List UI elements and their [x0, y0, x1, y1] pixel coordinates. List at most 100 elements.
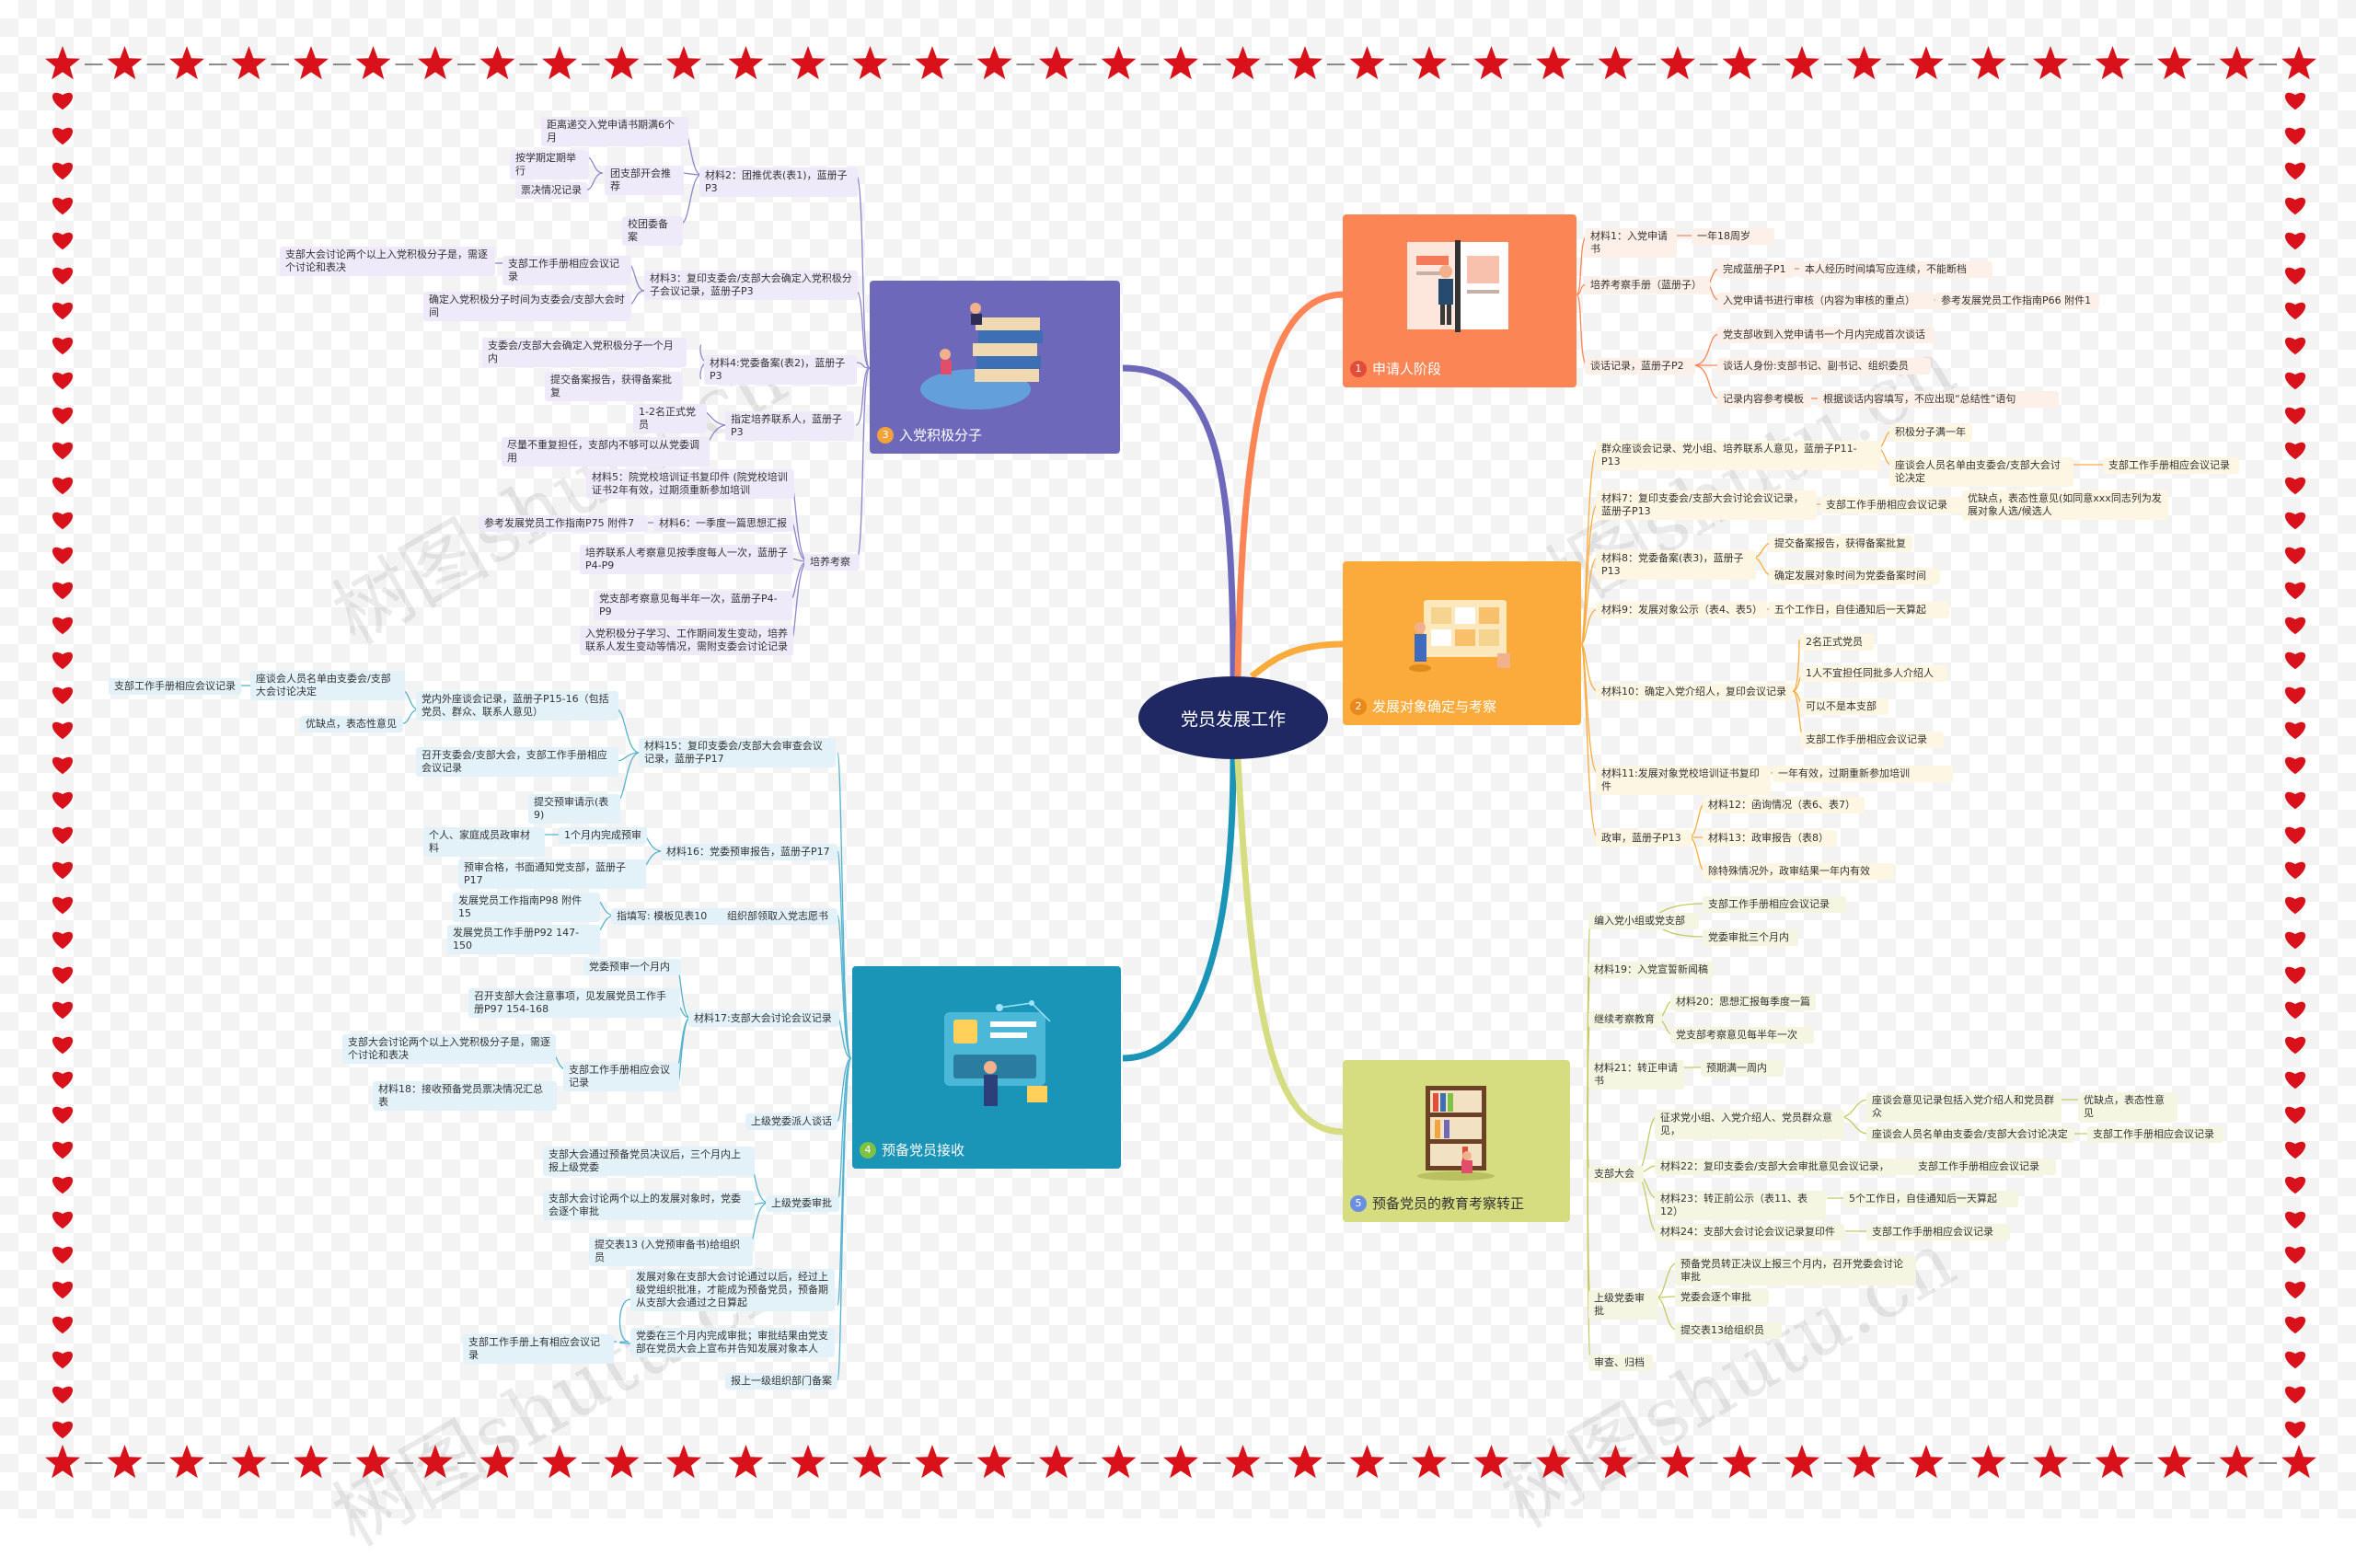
node-branch-record[interactable]: 支部工作手册相应会议记录 — [563, 1062, 679, 1091]
node-vote-record[interactable]: 票决情况记录 — [515, 182, 587, 199]
node-talker-identity[interactable]: 谈话人身份:支部书记、副书记、组织委员 — [1717, 358, 1931, 375]
node-half-year-opinion[interactable]: 党支部考察意见每半年一次 — [1670, 1027, 1814, 1043]
node-party-talk[interactable]: 上级党委派人谈话 — [745, 1113, 837, 1130]
node-handbook-p92[interactable]: 发展党员工作手册P92 147-150 — [447, 925, 600, 954]
node-record-template[interactable]: 记录内容参考模板 — [1717, 391, 1811, 408]
node-within-month[interactable]: 党委预审一个月内 — [583, 959, 681, 975]
node-committee-one-by-one[interactable]: 支部大会讨论两个以上的发展对象时，党委会逐个审批 — [543, 1191, 755, 1220]
node-branch-record[interactable]: 支部工作手册相应会议记录 — [1820, 497, 1963, 513]
node-material-15[interactable]: 材料15：复印支委会/支部大会审查会议记录，蓝册子P17 — [639, 738, 836, 767]
node-per-semester[interactable]: 按学期定期举行 — [510, 150, 589, 179]
node-material-17[interactable]: 材料17:支部大会讨论会议记录 — [688, 1010, 839, 1027]
root-node[interactable]: 党员发展工作 — [1138, 676, 1328, 759]
node-material-9[interactable]: 材料9：发展对象公示（表4、表5） — [1596, 602, 1767, 618]
node-training-book[interactable]: 培养考察手册（蓝册子） — [1585, 277, 1710, 294]
node-meeting-opinions[interactable]: 座谈会意见记录包括入党介绍人和党员群众 — [1866, 1092, 2062, 1122]
node-material-22[interactable]: 材料22：复印支委会/支部大会审批意见会议记录， — [1655, 1159, 1922, 1175]
node-higher-approval[interactable]: 上级党委审批 — [766, 1195, 839, 1212]
node-half-year-review[interactable]: 党支部考察意见每半年一次，蓝册子P4-P9 — [594, 591, 792, 620]
node-branch-record[interactable]: 支部工作手册相应会议记录 — [1912, 1159, 2056, 1175]
node-merits-opinion[interactable]: 优缺点，表态性意见(如同意xxx同志列为发展对象人选/候选人 — [1962, 490, 2168, 520]
node-activist-time[interactable]: 确定入党积极分子时间为支委会/支部大会时间 — [423, 292, 631, 321]
node-other-branch[interactable]: 可以不是本支部 — [1800, 698, 1888, 715]
node-report-filing[interactable]: 报上一级组织部门备案 — [725, 1373, 837, 1389]
node-committee-review[interactable]: 预备党员转正决议上报三个月内，召开党委会讨论审批 — [1675, 1256, 1916, 1286]
node-material-19[interactable]: 材料19：入党宣誓新闻稿 — [1588, 962, 1714, 978]
node-meeting-list[interactable]: 座谈会人员名单由支委会/支部大会讨论决定 — [250, 671, 405, 700]
node-branch-record[interactable]: 支部工作手册相应会议记录 — [2087, 1126, 2223, 1143]
node-complete-book-p1[interactable]: 完成蓝册子P1 — [1717, 261, 1795, 278]
node-talk-record[interactable]: 谈话记录，蓝册子P2 — [1585, 358, 1695, 375]
node-branch-record[interactable]: 支部工作手册相应会议记录 — [1703, 896, 1846, 913]
node-material-21[interactable]: 材料21：转正申请书 — [1588, 1060, 1684, 1090]
node-material-8[interactable]: 材料8：党委备案(表3)，蓝册子P13 — [1596, 550, 1756, 580]
node-assign-contact[interactable]: 指定培养联系人，蓝册子P3 — [725, 411, 854, 441]
node-meeting-notes[interactable]: 召开支部大会注意事项，见发展党员工作手册P97 154-168 — [468, 988, 680, 1018]
branch-card-applicant[interactable]: 1 申请人阶段 — [1343, 214, 1576, 387]
node-filing-report[interactable]: 提交备案报告，获得备案批复 — [1769, 536, 1912, 552]
node-get-application[interactable]: 组织部领取入党志愿书 — [722, 908, 837, 925]
node-meeting-list[interactable]: 座谈会人员名单由支委会/支部大会讨论决定 — [1866, 1126, 2074, 1143]
node-one-year-activist[interactable]: 积极分子满一年 — [1889, 424, 1972, 441]
node-guide-p98[interactable]: 发展党员工作指南P98 附件15 — [453, 893, 600, 922]
node-material-23[interactable]: 材料23：转正前公示（表11、表12） — [1655, 1191, 1826, 1220]
node-material-7[interactable]: 材料7：复印支委会/支部大会讨论会议记录，蓝册子P13 — [1596, 490, 1817, 520]
node-six-months[interactable]: 距离递交入党申请书期满6个月 — [541, 117, 688, 146]
node-pre-review-request[interactable]: 提交预审请示(表9) — [528, 794, 620, 824]
node-material-4[interactable]: 材料4:党委备案(表2)，蓝册子P3 — [704, 355, 857, 385]
node-filing-time[interactable]: 确定发展对象时间为党委备案时间 — [1769, 568, 1940, 584]
node-three-months-approval[interactable]: 党委在三个月内完成审批；审批结果由党支部在党员大会上宣布并告知发展对象本人 — [630, 1328, 835, 1357]
node-one-introducer[interactable]: 1人不宜担任同批多人介绍人 — [1800, 665, 1947, 682]
node-branch-record[interactable]: 支部工作手册上有相应会议记录 — [463, 1334, 614, 1364]
node-five-days[interactable]: 五个工作日，自佳通知后一天算起 — [1769, 602, 1949, 618]
node-material-5[interactable]: 材料5：院党校培训证书复印件 (院党校培训证书2年有效，过期须重新参加培训 — [586, 469, 794, 499]
node-avoid-repeat[interactable]: 尽量不重复担任，支部内不够可以从党委调用 — [502, 437, 710, 467]
node-league-recommend[interactable]: 团支部开会推荐 — [605, 166, 684, 195]
node-merits-opinion[interactable]: 优缺点，表态性意见 — [300, 716, 403, 732]
node-branch-record[interactable]: 支部工作手册相应会议记录 — [109, 678, 241, 695]
node-one-by-one[interactable]: 党委会逐个审批 — [1675, 1289, 1769, 1306]
node-one-month-review[interactable]: 1个月内完成预审 — [559, 827, 647, 844]
node-material-10[interactable]: 材料10：确定入党介绍人，复印会议记录 — [1596, 684, 1793, 700]
node-material-18[interactable]: 材料18：接收预备党员票决情况汇总表 — [373, 1081, 557, 1111]
node-hold-meeting[interactable]: 召开支委会/支部大会，支部工作手册相应会议记录 — [416, 747, 618, 777]
node-two-members[interactable]: 2名正式党员 — [1800, 634, 1874, 651]
node-discuss-each[interactable]: 支部大会讨论两个以上入党积极分子是，需逐个讨论和表决 — [342, 1034, 556, 1064]
node-branch-meeting[interactable]: 支部大会 — [1588, 1166, 1644, 1182]
branch-card-probationary-member[interactable]: 4 预备党员接收 — [852, 966, 1121, 1169]
node-changes-record[interactable]: 入党积极分子学习、工作期间发生变动，培养联系人发生变动等情况，需附支委会讨论记录 — [580, 626, 793, 655]
node-material-3[interactable]: 材料3：复印支委会/支部大会确定入党积极分子会议记录，蓝册子P3 — [644, 271, 858, 300]
node-review-pass[interactable]: 预审合格，书面通知党支部，蓝册子P17 — [458, 859, 646, 889]
node-meeting-list[interactable]: 座谈会人员名单由支委会/支部大会讨论决定 — [1889, 457, 2073, 487]
node-probation-start[interactable]: 发展对象在支部大会讨论通过以后，经过上级党组织批准，才能成为预备党员，预备期从支… — [630, 1269, 835, 1311]
node-higher-approval[interactable]: 上级党委审批 — [1588, 1290, 1658, 1320]
node-age-requirement[interactable]: 一年18周岁 — [1692, 228, 1774, 245]
node-review-application[interactable]: 入党申请书进行审核（内容为审核的重点） — [1717, 293, 1934, 309]
branch-card-activist[interactable]: 3 入党积极分子 — [870, 281, 1120, 454]
node-branch-record[interactable]: 支部工作手册相应会议记录 — [1866, 1224, 2010, 1240]
branch-card-development-target[interactable]: 2 发展对象确定与考察 — [1343, 561, 1581, 725]
node-continuous-history[interactable]: 本人经历时间填写应连续，不能断档 — [1799, 261, 1992, 278]
node-submit-form-13[interactable]: 提交表13 (入党预审备书)给组织员 — [589, 1237, 753, 1266]
node-submit-form-13[interactable]: 提交表13给组织员 — [1675, 1322, 1782, 1339]
branch-card-probation-conversion[interactable]: 5 预备党员的教育考察转正 — [1343, 1060, 1570, 1222]
node-league-filing[interactable]: 校团委备案 — [622, 216, 683, 246]
node-material-2[interactable]: 材料2：团推优表(表1)，蓝册子P3 — [699, 167, 858, 197]
node-material-11[interactable]: 材料11:发展对象党校培训证书复印件 — [1596, 766, 1771, 795]
node-archive[interactable]: 审查、归档 — [1588, 1355, 1653, 1371]
node-inner-outer-meeting[interactable]: 党内外座谈会记录，蓝册子P15-16（包括党员、群众、联系人意见） — [416, 691, 618, 721]
node-material-16[interactable]: 材料16：党委预审报告，蓝册子P17 — [661, 844, 837, 860]
node-mass-meeting[interactable]: 群众座谈会记录、党小组、培养联系人意见，蓝册子P11-P13 — [1596, 441, 1881, 470]
node-discuss-each[interactable]: 支部大会讨论两个以上入党积极分子是，需逐个讨论和表决 — [280, 247, 495, 276]
node-quarterly-opinion[interactable]: 培养联系人考察意见按季度每人一次，蓝册子P4-P9 — [580, 545, 793, 574]
node-training-review[interactable]: 培养考察 — [804, 554, 860, 571]
node-one-two-members[interactable]: 1-2名正式党员 — [633, 404, 707, 433]
node-material-1[interactable]: 材料1：入党申请书 — [1585, 228, 1677, 258]
node-family-review[interactable]: 个人、家庭成员政审材料 — [423, 827, 545, 857]
node-cert-valid[interactable]: 一年有效，过期重新参加培训 — [1773, 766, 1953, 782]
node-guide-p66[interactable]: 参考发展党员工作指南P66 附件1 — [1935, 293, 2099, 309]
node-branch-record[interactable]: 支部工作手册相应会议记录 — [1800, 732, 1944, 748]
node-filing-report[interactable]: 提交备案报告，获得备案批复 — [545, 372, 683, 401]
node-material-6[interactable]: 材料6：一季度一篇思想汇报 — [653, 515, 793, 532]
node-material-12[interactable]: 材料12：函询情况（表6、表7） — [1703, 797, 1865, 813]
